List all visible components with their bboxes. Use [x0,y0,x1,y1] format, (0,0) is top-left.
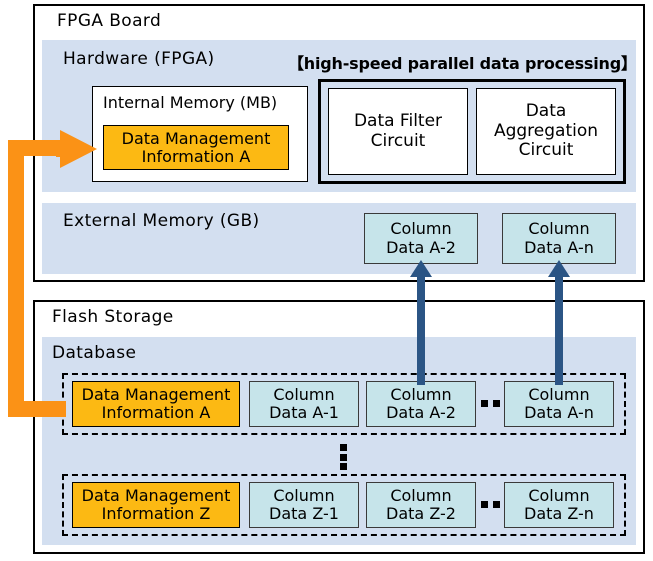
row-a-data-management-information-a: Data Management Information A [72,381,240,427]
column-data-a-2-transfer-arrow [408,260,434,385]
hardware-panel-title: Hardware (FPGA) [63,49,215,69]
row-a-column-data-a-n: Column Data A-n [504,381,614,427]
column-data-a-n-transfer-arrow [546,260,572,385]
internal-memory-data-management-information-a: Data Management Information A [103,125,289,170]
row-a-column-data-a-1: Column Data A-1 [249,381,359,427]
internal-memory-title: Internal Memory (MB) [103,93,278,112]
database-title: Database [52,343,137,363]
database-rows-vertical-ellipsis [340,444,347,470]
data-aggregation-circuit-box: Data Aggregation Circuit [476,88,616,175]
row-z-column-data-z-2: Column Data Z-2 [366,482,476,528]
database-row-z [62,474,626,536]
row-z-column-data-z-1: Column Data Z-1 [249,482,359,528]
external-memory-title: External Memory (GB) [63,211,260,231]
row-z-data-management-information-z: Data Management Information Z [72,482,240,528]
external-memory-column-data-a-n: Column Data A-n [502,213,616,264]
row-a-column-data-a-2: Column Data A-2 [366,381,476,427]
flash-storage-title: Flash Storage [52,307,174,327]
fpga-board-title: FPGA Board [57,11,162,31]
data-filter-circuit-box: Data Filter Circuit [328,88,468,175]
high-speed-processing-label: 【high-speed parallel data processing】 [288,54,637,73]
row-z-column-data-z-n: Column Data Z-n [504,482,614,528]
data-management-load-arrow [0,128,110,418]
external-memory-column-data-a-2: Column Data A-2 [364,213,478,264]
